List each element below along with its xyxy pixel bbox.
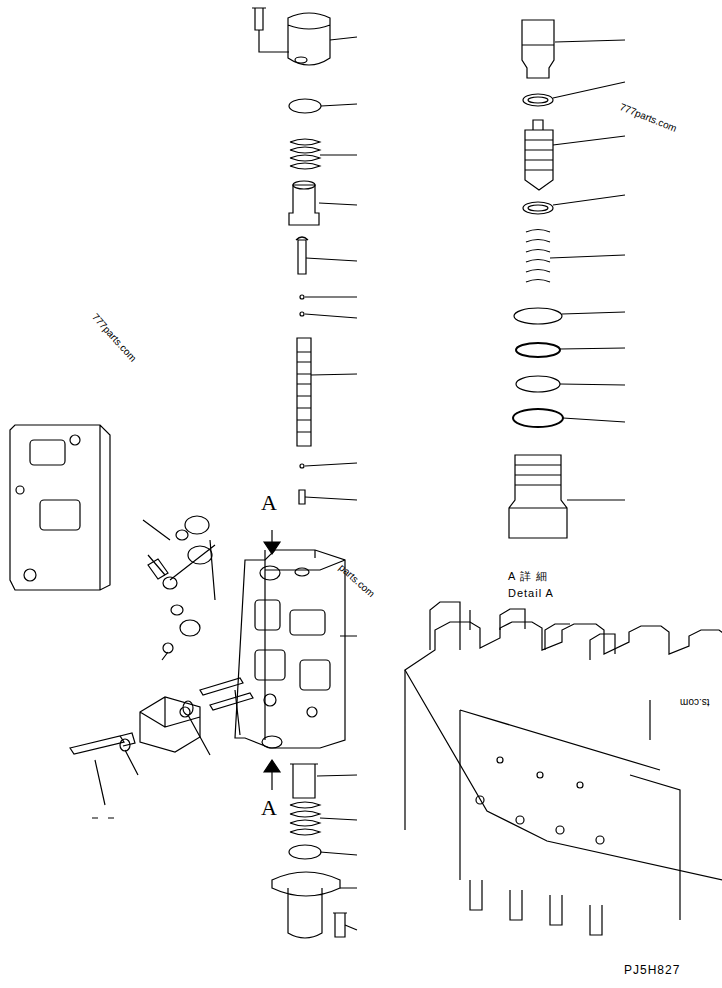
- caption-label: A 詳 細: [508, 570, 548, 582]
- view-marker: A: [261, 491, 277, 515]
- watermark: 777parts.com: [90, 311, 139, 363]
- watermark: parts.com: [337, 562, 377, 600]
- watermark: ts.com: [680, 697, 709, 708]
- caption-label: Detail A: [508, 587, 554, 599]
- view-marker: A: [261, 796, 277, 820]
- caption-label: PJ5H827: [624, 964, 680, 977]
- watermark: 777parts.com: [618, 101, 678, 134]
